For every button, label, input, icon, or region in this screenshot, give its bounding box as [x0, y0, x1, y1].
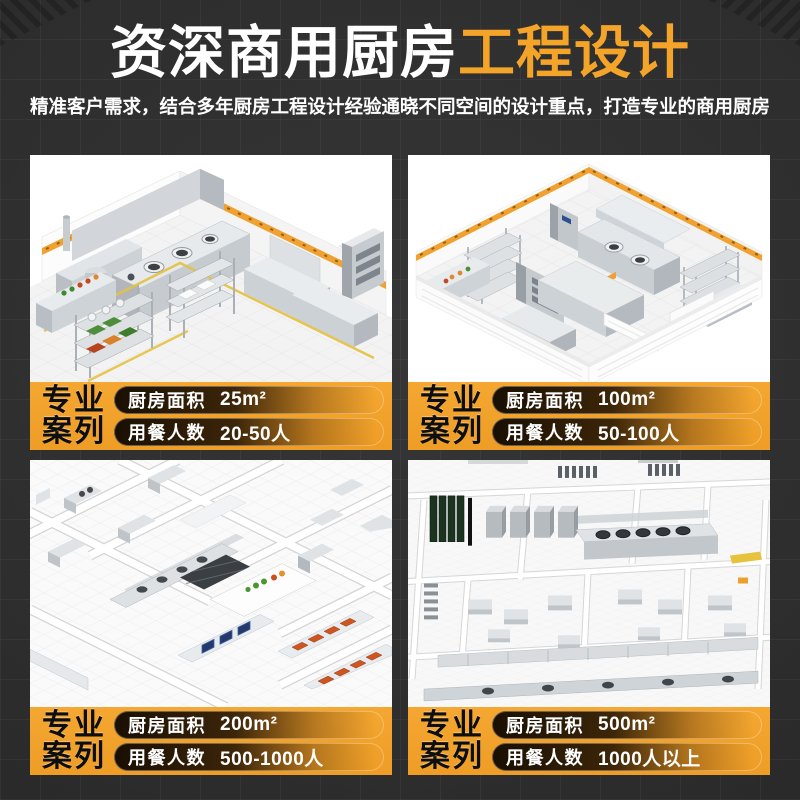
- diners-value: 50-100人: [598, 423, 680, 445]
- area-label: 厨房面积: [506, 716, 584, 736]
- page-title: 资深商用厨房工程设计: [0, 21, 800, 86]
- kitchen-render-25m2: [30, 155, 392, 382]
- case-card-500m2: 专业 案列 厨房面积 500m² 用餐人数 1000人以上: [408, 460, 770, 775]
- area-pill: 厨房面积 500m²: [492, 711, 762, 739]
- area-label: 厨房面积: [128, 391, 206, 411]
- area-value: 200m²: [220, 714, 278, 735]
- area-value: 100m²: [598, 389, 656, 410]
- pro-case-badge: 专业 案列: [420, 383, 484, 448]
- kitchen-facility-illustration: [408, 460, 770, 707]
- area-value: 25m²: [220, 389, 267, 410]
- kitchen-floorplan-illustration: [30, 460, 392, 707]
- case-label-bar: 专业 案列 厨房面积 25m² 用餐人数 20-50人: [30, 382, 392, 450]
- area-pill: 厨房面积 200m²: [114, 711, 384, 739]
- case-label-bar: 专业 案列 厨房面积 200m² 用餐人数 500-1000人: [30, 707, 392, 775]
- diners-value: 500-1000人: [220, 748, 324, 770]
- case-label-bar: 专业 案列 厨房面积 100m² 用餐人数 50-100人: [408, 382, 770, 450]
- poster-header: 资深商用厨房工程设计 精准客户需求，结合多年厨房工程设计经验通晓不同空间的设计重…: [0, 0, 800, 119]
- case-card-100m2: 专业 案列 厨房面积 100m² 用餐人数 50-100人: [408, 155, 770, 450]
- diners-pill: 用餐人数 20-50人: [114, 418, 384, 446]
- diners-label: 用餐人数: [128, 748, 206, 768]
- kitchen-render-500m2: [408, 460, 770, 707]
- diners-label: 用餐人数: [506, 748, 584, 768]
- title-main: 资深商用厨房: [110, 21, 458, 85]
- area-pill: 厨房面积 25m²: [114, 386, 384, 414]
- diners-value: 1000人以上: [598, 748, 701, 770]
- pro-case-badge: 专业 案列: [420, 708, 484, 773]
- pro-case-badge: 专业 案列: [42, 708, 106, 773]
- diners-label: 用餐人数: [128, 423, 206, 443]
- kitchen-isometric-illustration: [30, 155, 392, 382]
- kitchen-render-100m2: [408, 155, 770, 382]
- case-card-200m2: 专业 案列 厨房面积 200m² 用餐人数 500-1000人: [30, 460, 392, 775]
- area-label: 厨房面积: [128, 716, 206, 736]
- area-pill: 厨房面积 100m²: [492, 386, 762, 414]
- kitchen-isometric-illustration: [408, 155, 770, 382]
- case-grid: 专业 案列 厨房面积 25m² 用餐人数 20-50人: [30, 155, 770, 775]
- case-card-25m2: 专业 案列 厨房面积 25m² 用餐人数 20-50人: [30, 155, 392, 450]
- title-accent: 工程设计: [458, 21, 690, 85]
- area-value: 500m²: [598, 714, 656, 735]
- area-label: 厨房面积: [506, 391, 584, 411]
- kitchen-render-200m2: [30, 460, 392, 707]
- diners-value: 20-50人: [220, 423, 291, 445]
- diners-pill: 用餐人数 50-100人: [492, 418, 762, 446]
- pro-case-badge: 专业 案列: [42, 383, 106, 448]
- page-subtitle: 精准客户需求，结合多年厨房工程设计经验通晓不同空间的设计重点，打造专业的商用厨房: [29, 95, 770, 117]
- diners-pill: 用餐人数 1000人以上: [492, 743, 762, 771]
- case-label-bar: 专业 案列 厨房面积 500m² 用餐人数 1000人以上: [408, 707, 770, 775]
- diners-label: 用餐人数: [506, 423, 584, 443]
- diners-pill: 用餐人数 500-1000人: [114, 743, 384, 771]
